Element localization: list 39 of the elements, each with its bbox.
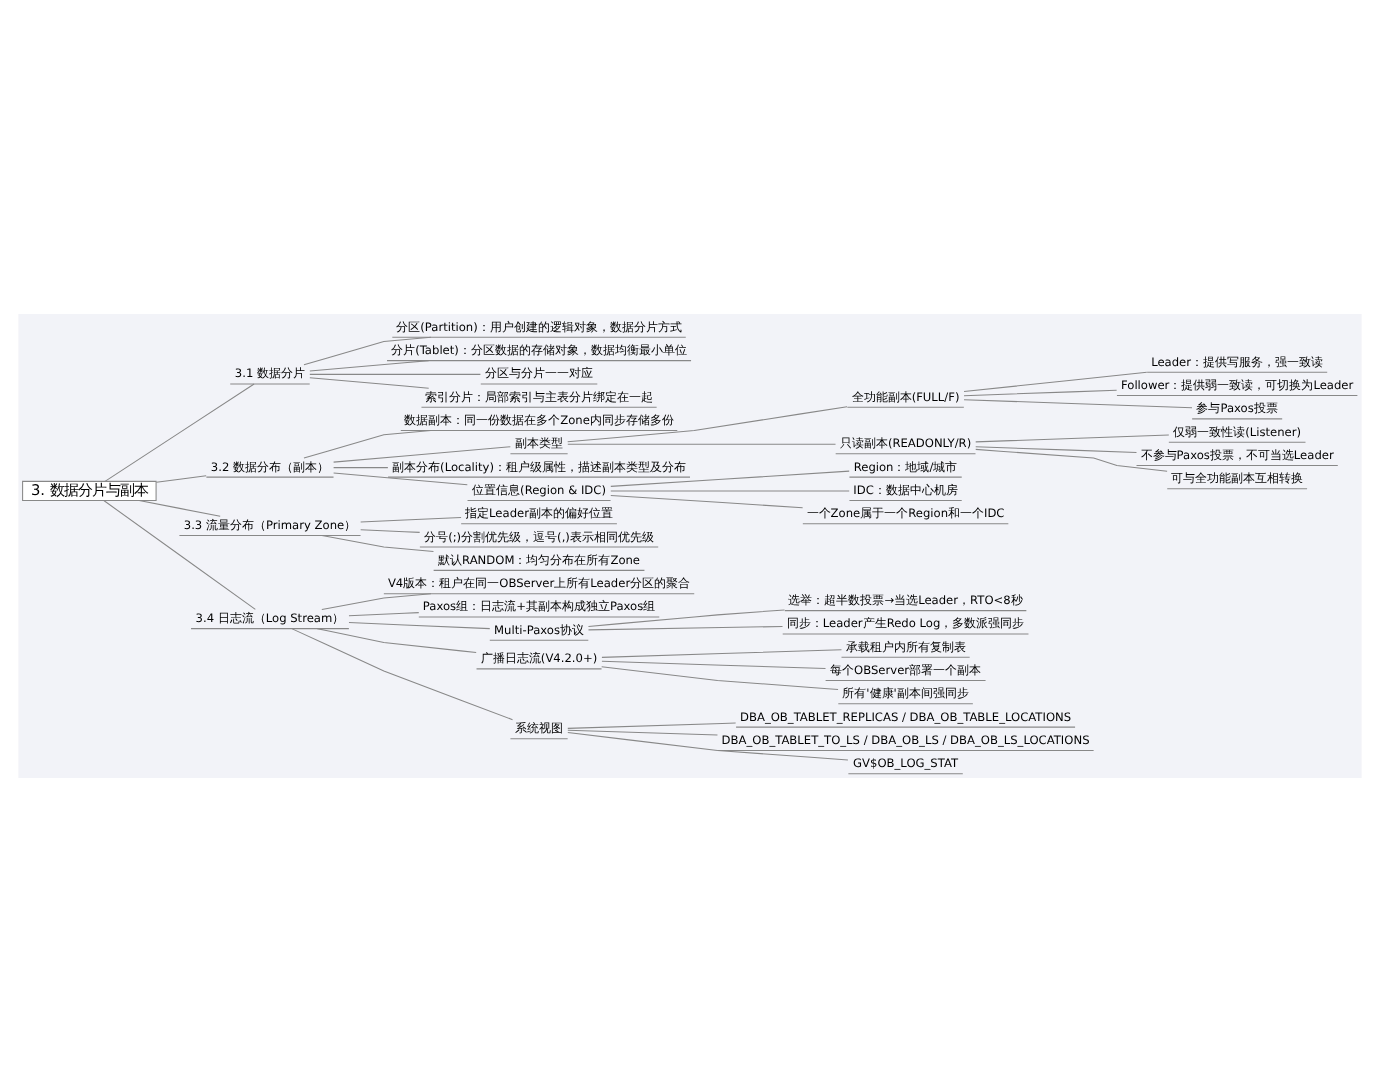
connector bbox=[601, 660, 827, 669]
connector bbox=[975, 446, 1138, 453]
connector bbox=[155, 475, 207, 483]
connector bbox=[348, 621, 491, 630]
connector bbox=[291, 628, 514, 721]
connector bbox=[963, 371, 1148, 393]
connector bbox=[333, 467, 389, 469]
connector bbox=[975, 448, 1168, 472]
connector bbox=[567, 443, 837, 445]
connector bbox=[610, 470, 850, 487]
connector bbox=[360, 529, 421, 533]
connector bbox=[348, 612, 420, 617]
connector bbox=[587, 609, 786, 627]
connector bbox=[309, 377, 430, 389]
connector bbox=[103, 500, 256, 610]
connector bbox=[567, 722, 737, 729]
connector bbox=[975, 434, 1170, 443]
connector bbox=[333, 472, 468, 486]
connector bbox=[587, 626, 784, 631]
connector bbox=[138, 499, 221, 517]
connector bbox=[567, 406, 848, 443]
connector bbox=[333, 446, 511, 463]
connector bbox=[316, 628, 477, 654]
connector bbox=[309, 373, 481, 375]
connector bbox=[963, 389, 1118, 397]
connector bbox=[963, 399, 1193, 409]
connector bbox=[610, 494, 804, 509]
connector bbox=[303, 430, 432, 459]
connector bbox=[104, 383, 255, 482]
connector bbox=[567, 732, 849, 761]
connector bbox=[321, 593, 432, 611]
connector bbox=[567, 729, 718, 736]
connector bbox=[360, 517, 462, 523]
connector bbox=[610, 490, 850, 492]
connector bbox=[303, 336, 432, 366]
connector bbox=[321, 534, 434, 552]
connector bbox=[309, 360, 430, 372]
connector bbox=[601, 666, 839, 690]
connector bbox=[601, 649, 842, 658]
